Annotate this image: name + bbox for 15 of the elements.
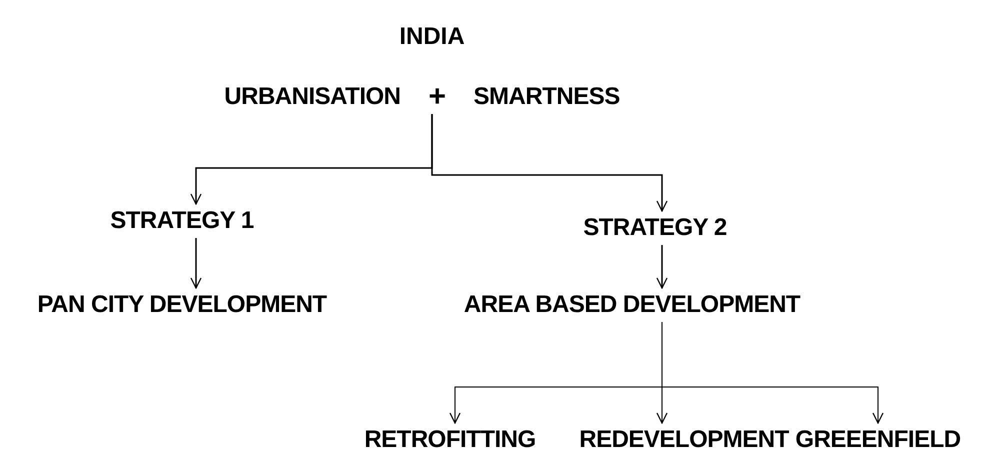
arrow (656, 245, 668, 289)
plus-sign: + (428, 82, 446, 112)
node-label: RETROFITTING (364, 425, 536, 455)
node-label: SMARTNESS (474, 82, 620, 112)
arrow (431, 114, 668, 212)
node-label: STRATEGY 2 (583, 213, 727, 243)
arrow (190, 238, 202, 289)
diagram-title: INDIA (399, 22, 465, 52)
node-label: URBANISATION (224, 82, 400, 112)
node-label: AREA BASED DEVELOPMENT (464, 290, 800, 320)
node-label: PAN CITY DEVELOPMENT (37, 290, 327, 320)
node-label: REDEVELOPMENT (579, 425, 789, 455)
node-label: STRATEGY 1 (110, 206, 254, 236)
arrow (662, 322, 884, 424)
node-label: GREEENFIELD (795, 425, 961, 455)
